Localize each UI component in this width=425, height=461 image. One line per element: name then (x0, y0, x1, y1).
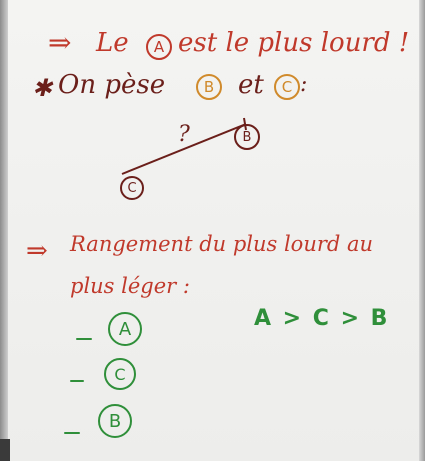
line1-prefix: Le (96, 28, 129, 58)
list-dash-3 (64, 432, 80, 434)
photo-corner-shadow (0, 439, 10, 461)
balance-beam (121, 123, 247, 175)
line1-circled-a: A (146, 34, 172, 60)
ranking-title-line2: plus léger : (70, 274, 190, 298)
line2-star: ✱ (32, 74, 53, 102)
photo-right-edge (419, 0, 425, 461)
list-item-3: B (98, 404, 132, 438)
line2-text: On pèse (58, 70, 166, 100)
photo-left-edge (0, 0, 8, 461)
balance-left-label-c: C (120, 176, 144, 200)
list-item-2: C (104, 358, 136, 390)
list-dash-2 (70, 380, 84, 382)
line1-suffix: est le plus lourd ! (178, 28, 410, 58)
balance-right-label-b: B (234, 124, 260, 150)
line1-arrow: ⇒ (48, 26, 72, 59)
line2-et: et (238, 70, 264, 100)
line2-colon: : (300, 72, 308, 97)
ranking-arrow: ⇒ (26, 236, 48, 266)
balance-question-mark: ? (178, 122, 190, 147)
list-dash-1 (76, 338, 92, 340)
list-item-1: A (108, 312, 142, 346)
ranking-title-line1: Rangement du plus lourd au (70, 232, 374, 256)
line2-circled-c: C (274, 74, 300, 100)
line2-circled-b: B (196, 74, 222, 100)
order-formula: A > C > B (254, 306, 390, 331)
